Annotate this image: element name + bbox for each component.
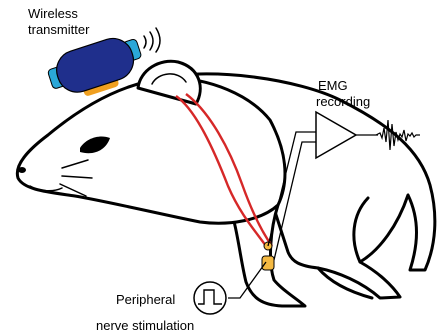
label-stim-1: Peripheral (116, 292, 175, 307)
rat-nose (18, 167, 26, 173)
rat-head (17, 78, 285, 223)
label-transmitter-1: Wireless (28, 6, 78, 21)
label-emg-2: recording (316, 94, 370, 109)
label-transmitter-2: transmitter (28, 22, 90, 37)
label-emg-1: EMG (318, 78, 348, 93)
electrode-contact-2 (262, 256, 274, 270)
label-stim-2: nerve stimulation (96, 318, 194, 333)
wireless-waves-icon (144, 28, 160, 52)
stimulator-icon (194, 282, 226, 314)
